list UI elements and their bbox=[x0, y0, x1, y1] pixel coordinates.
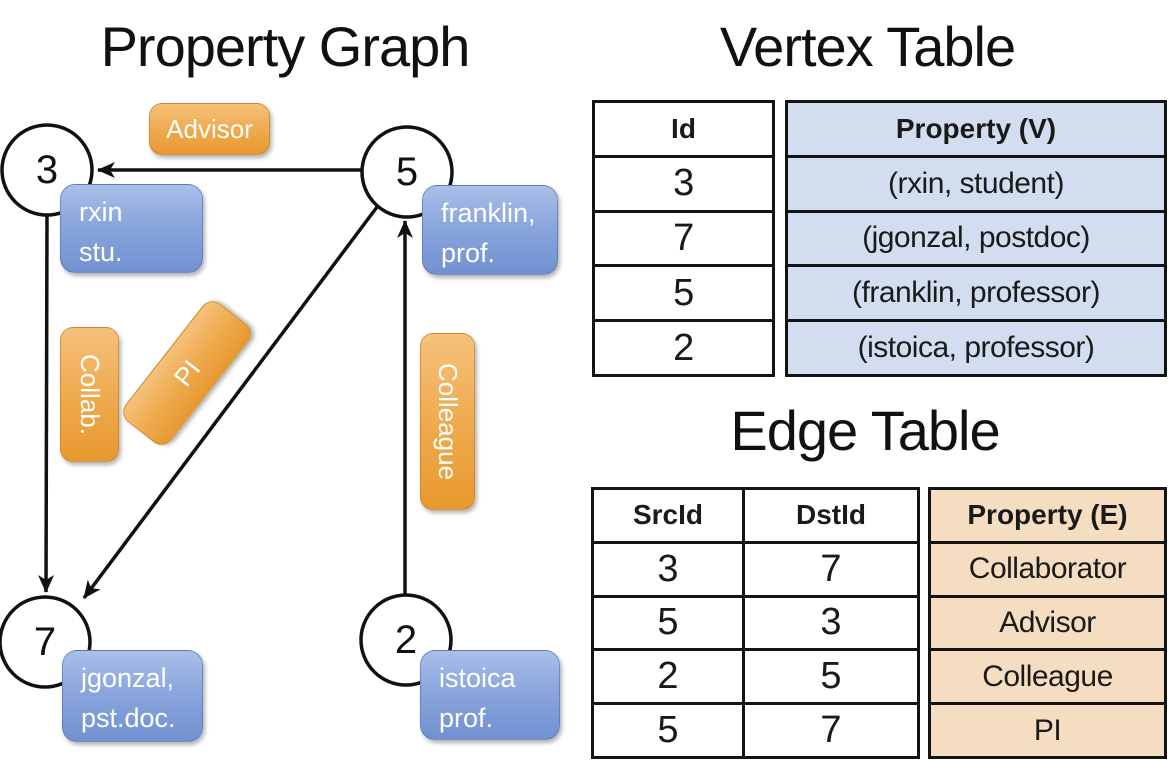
edge-table-dst-cell: 7 bbox=[745, 540, 917, 595]
vertex-property-line: rxin bbox=[79, 197, 123, 227]
vertex-property-line: istoica bbox=[439, 663, 516, 693]
edge-arrow-5-7 bbox=[82, 205, 379, 600]
vertex-table-id-cell: 2 bbox=[595, 319, 772, 374]
edge-label-text: Collab. bbox=[75, 354, 105, 435]
edge-label-advisor: Advisor bbox=[149, 103, 270, 155]
edge-table-property-cell: PI bbox=[931, 702, 1164, 756]
edge-table-src-cell: 5 bbox=[594, 702, 742, 756]
edge-label-text: Advisor bbox=[166, 113, 253, 144]
vertex-property-line: prof. bbox=[441, 238, 496, 268]
edge-label-collab: Collab. bbox=[60, 327, 119, 462]
edge-table-title: Edge Table bbox=[730, 399, 1000, 462]
edge-table-property-cell: Colleague bbox=[931, 648, 1164, 702]
edge-label-text: PI bbox=[167, 353, 206, 392]
edge-table-id-columns: SrcId 3 5 2 5 DstId 7 3 5 7 bbox=[591, 487, 920, 759]
vertex-property-line: franklin, bbox=[441, 198, 536, 228]
property-graph-canvas bbox=[0, 123, 454, 689]
vertex-property-line: pst.doc. bbox=[81, 703, 176, 733]
vertex-table-id-header: Id bbox=[671, 112, 696, 144]
edge-table-property-column: Property (E) Collaborator Advisor Collea… bbox=[928, 487, 1167, 759]
edge-table-property-header: Property (E) bbox=[967, 499, 1128, 531]
vertex-property-box-2: istoica prof. bbox=[420, 650, 560, 740]
vertex-table-id-cell: 3 bbox=[595, 154, 772, 210]
edge-table-dst-column: DstId 7 3 5 7 bbox=[742, 490, 917, 756]
vertex-property-line: stu. bbox=[79, 237, 123, 267]
vertex-id-7: 7 bbox=[33, 619, 57, 664]
edge-table-dst-cell: 5 bbox=[745, 648, 917, 702]
edge-table-src-column: SrcId 3 5 2 5 bbox=[594, 490, 742, 756]
vertex-id-2: 2 bbox=[394, 617, 418, 662]
edge-table-dst-cell: 7 bbox=[745, 702, 917, 756]
vertex-table-property-cell: (rxin, student) bbox=[788, 154, 1164, 210]
vertex-table-id-cell: 5 bbox=[595, 264, 772, 319]
edge-table-src-cell: 5 bbox=[594, 594, 742, 649]
vertex-table-property-header: Property (V) bbox=[895, 112, 1057, 144]
vertex-property-line: jgonzal, bbox=[81, 663, 175, 693]
edge-label-colleague: Colleague bbox=[420, 333, 475, 510]
edge-table-src-cell: 2 bbox=[594, 648, 742, 702]
vertex-table-id-cell: 7 bbox=[595, 209, 772, 265]
vertex-table-id-column: Id 3 7 5 2 bbox=[592, 100, 775, 377]
vertex-property-box-5: franklin, prof. bbox=[422, 185, 558, 275]
vertex-id-3: 3 bbox=[35, 147, 59, 192]
vertex-table-property-column: Property (V) (rxin, student) (jgonzal, p… bbox=[785, 100, 1167, 377]
edge-table-property-cell: Advisor bbox=[931, 594, 1164, 649]
vertex-property-line: prof. bbox=[439, 703, 494, 733]
vertex-table-property-cell: (istoica, professor) bbox=[788, 319, 1164, 374]
vertex-property-box-3: rxin stu. bbox=[60, 184, 203, 273]
vertex-table-property-cell: (franklin, professor) bbox=[788, 264, 1164, 319]
vertex-property-box-7: jgonzal, pst.doc. bbox=[62, 650, 203, 742]
vertex-id-5: 5 bbox=[395, 149, 419, 194]
property-graph-title: Property Graph bbox=[100, 15, 471, 78]
edge-arrow-3-7 bbox=[38, 214, 55, 593]
edge-table-dst-header: DstId bbox=[796, 499, 866, 531]
vertex-table-property-cell: (jgonzal, postdoc) bbox=[788, 209, 1164, 265]
vertex-table-title: Vertex Table bbox=[719, 15, 1016, 78]
edge-table-dst-cell: 3 bbox=[745, 594, 917, 649]
edge-table-src-header: SrcId bbox=[632, 499, 704, 531]
edge-table-src-cell: 3 bbox=[594, 540, 742, 595]
edge-table-property-cell: Collaborator bbox=[931, 540, 1164, 595]
edge-label-text: Colleague bbox=[433, 362, 463, 481]
